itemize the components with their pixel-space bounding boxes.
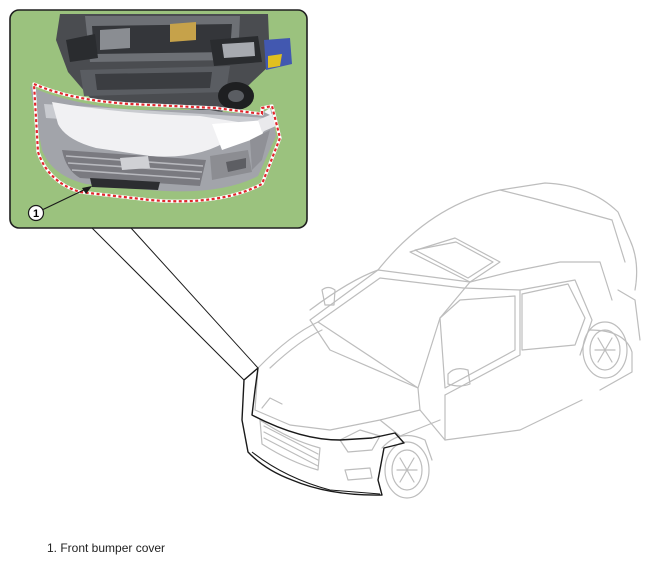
leader-lines — [91, 227, 259, 381]
inset-photo: 1 — [9, 9, 308, 229]
callout-badge: 1 — [27, 204, 45, 222]
callout-arrow — [41, 187, 89, 211]
vehicle-outline — [254, 182, 641, 499]
vehicle-bumper-lower-edge — [251, 451, 381, 495]
vehicle-bumper-outline — [241, 367, 405, 496]
bumper-photo — [30, 14, 292, 192]
callout-number: 1 — [33, 208, 39, 220]
legend-item-front-bumper-cover: 1. Front bumper cover — [47, 541, 166, 555]
